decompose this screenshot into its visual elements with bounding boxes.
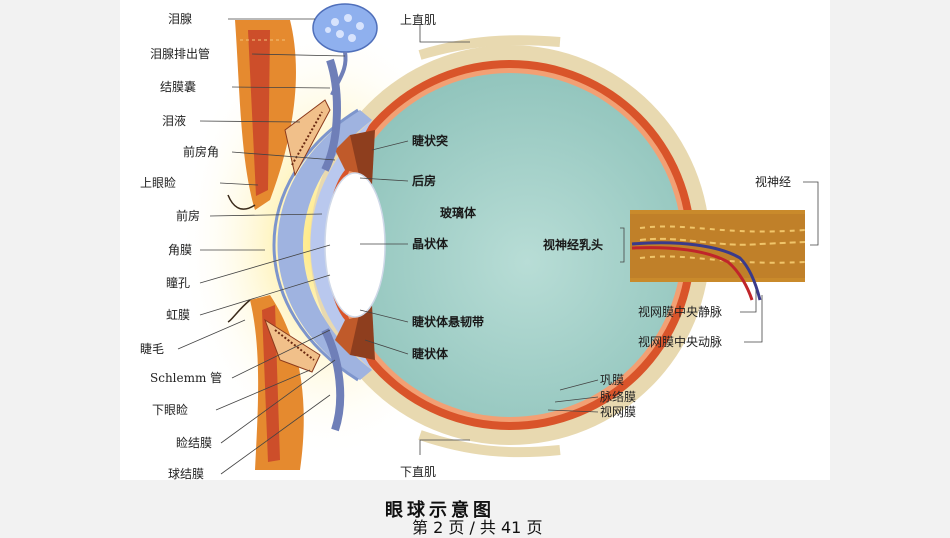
label-upper-eyelid: 上眼睑 bbox=[140, 176, 177, 190]
label-eyelash: 睫毛 bbox=[140, 342, 165, 356]
lens-shape bbox=[324, 172, 386, 318]
label-central-retinal-artery: 视网膜中央动脉 bbox=[638, 335, 723, 349]
label-pupil: 瞳孔 bbox=[166, 276, 191, 290]
label-superior-rectus: 上直肌 bbox=[400, 13, 437, 27]
label-posterior-chamber: 后房 bbox=[412, 174, 437, 188]
label-iris: 虹膜 bbox=[166, 308, 191, 322]
label-palpebral-conjunctiva: 睑结膜 bbox=[176, 436, 213, 450]
label-lens: 晶状体 bbox=[412, 237, 449, 251]
label-inferior-rectus: 下直肌 bbox=[400, 465, 437, 479]
label-central-retinal-vein: 视网膜中央静脉 bbox=[638, 305, 723, 319]
label-lacrimal-gland: 泪腺 bbox=[168, 12, 193, 26]
label-retina: 视网膜 bbox=[600, 405, 637, 419]
label-bulbar-conjunctiva: 球结膜 bbox=[168, 467, 205, 481]
label-vitreous-body: 玻璃体 bbox=[440, 206, 477, 220]
figure-caption: 眼球示意图 bbox=[385, 500, 495, 521]
label-cornea: 角膜 bbox=[168, 243, 193, 257]
superior-rectus-shape bbox=[418, 35, 561, 60]
label-lacrimal-duct: 泪腺排出管 bbox=[150, 47, 211, 61]
lacrimal-duct-shape bbox=[330, 51, 348, 96]
label-optic-nerve: 视神经 bbox=[755, 175, 792, 189]
retinal-vein-shape bbox=[631, 241, 762, 301]
label-tears: 泪液 bbox=[162, 114, 187, 128]
lacrimal-gland-shape bbox=[312, 3, 378, 53]
ciliary-body-shape bbox=[350, 130, 375, 185]
label-ciliary-process: 睫状突 bbox=[412, 134, 449, 148]
lower-conjunctiva bbox=[321, 328, 345, 432]
label-schlemm-canal: Schlemm 管 bbox=[150, 371, 223, 385]
vitreous-shape bbox=[338, 73, 682, 417]
label-zonule: 睫状体悬韧带 bbox=[412, 315, 485, 329]
label-lower-eyelid: 下眼睑 bbox=[152, 403, 189, 417]
lower-eyelash bbox=[227, 299, 251, 323]
label-sclera: 巩膜 bbox=[600, 373, 625, 387]
label-anterior-chamber: 前房 bbox=[176, 209, 201, 223]
label-conjunctival-sac: 结膜囊 bbox=[160, 80, 197, 94]
upper-eyelash bbox=[227, 194, 256, 210]
label-anterior-chamber-angle: 前房角 bbox=[183, 145, 220, 159]
page-indicator: 第 2 页 / 共 41 页 bbox=[412, 518, 543, 537]
cornea-shape bbox=[277, 110, 372, 380]
optic-nerve-shape bbox=[630, 210, 805, 282]
label-optic-disc: 视神经乳头 bbox=[543, 238, 604, 252]
label-choroid: 脉络膜 bbox=[600, 390, 637, 404]
label-ciliary-body: 睫状体 bbox=[412, 347, 449, 361]
retinal-artery-shape bbox=[631, 246, 754, 301]
